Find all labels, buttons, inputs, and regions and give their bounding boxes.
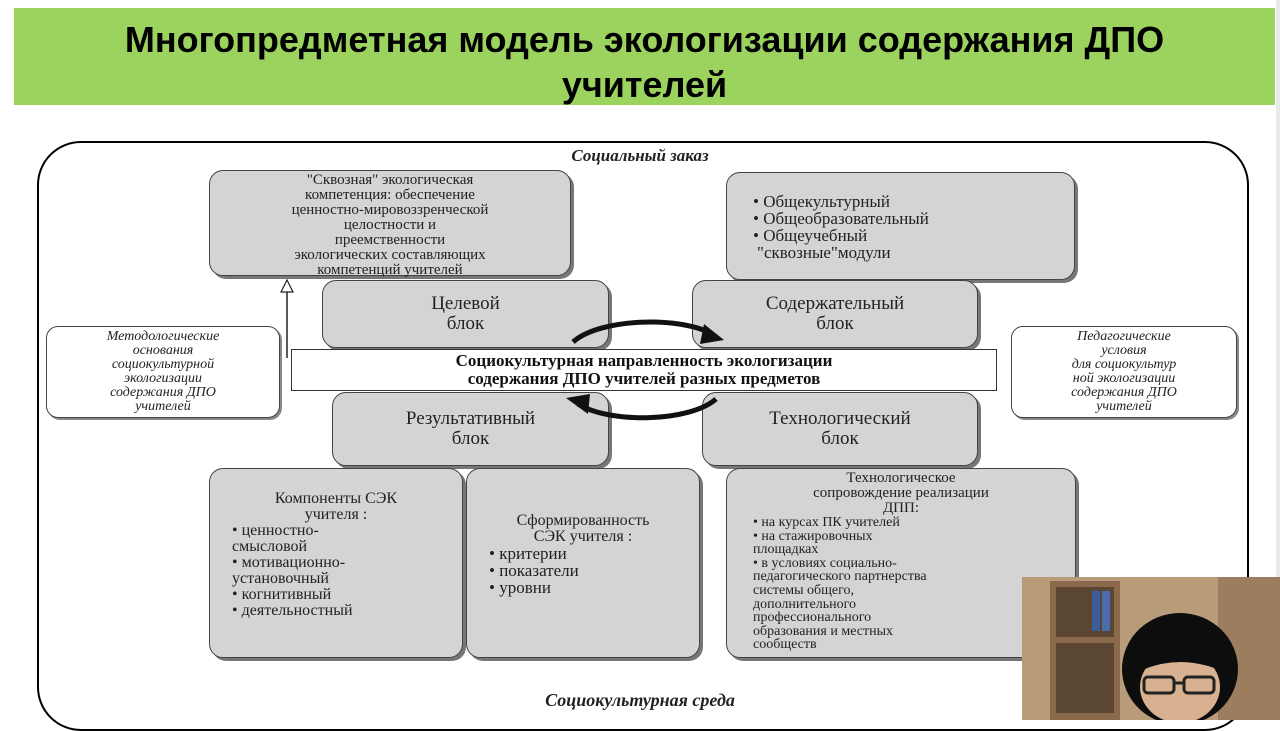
tech-support-item-cont: педагогического партнерства bbox=[753, 569, 927, 585]
target-block: Целевой блок bbox=[322, 280, 609, 348]
formed-box: Сформированность СЭК учителя : критерии … bbox=[466, 468, 700, 658]
tech-block-line: блок bbox=[821, 428, 859, 449]
conditions-line: учителей bbox=[1096, 399, 1152, 414]
methodology-line: основания bbox=[132, 343, 194, 358]
methodology-line: учителей bbox=[135, 399, 191, 414]
components-item-text: когнитивный bbox=[241, 586, 332, 603]
tech-support-item-text: на стажировочных bbox=[761, 528, 873, 544]
tech-support-item: • в условиях социально- bbox=[753, 555, 897, 571]
tech-support-item-cont: дополнительного bbox=[753, 596, 856, 612]
components-heading: Компоненты СЭК учителя : bbox=[232, 491, 462, 523]
formed-item: критерии bbox=[489, 545, 699, 562]
components-list: • ценностно- смысловой • мотивационно- у… bbox=[232, 523, 462, 619]
cycle-arrow-bottom bbox=[576, 397, 718, 421]
center-direction-bar: Социокультурная направленность экологиза… bbox=[291, 349, 997, 391]
result-block-line: Результативный bbox=[405, 408, 536, 429]
modules-item: Общеучебный bbox=[753, 227, 1074, 244]
formed-heading-line: Сформированность bbox=[516, 512, 650, 529]
pedagogical-conditions-box: Педагогические условия для социокультур … bbox=[1011, 326, 1237, 418]
methodology-line: Методологические bbox=[106, 329, 220, 344]
components-heading-line: Компоненты СЭК bbox=[274, 490, 398, 507]
tech-support-item: • на стажировочных bbox=[753, 528, 873, 544]
modules-list: Общекультурный Общеобразовательный Общеу… bbox=[753, 193, 1074, 244]
result-block-line: блок bbox=[451, 428, 490, 449]
components-heading-line: учителя : bbox=[304, 506, 368, 523]
methodology-line: экологизации bbox=[123, 371, 203, 386]
components-item-text: деятельностный bbox=[241, 602, 353, 619]
sociocultural-environment-label: Социокультурная среда bbox=[545, 690, 735, 710]
components-item-cont: смысловой bbox=[232, 538, 308, 555]
formed-heading-line: СЭК учителя : bbox=[533, 528, 633, 545]
conditions-line: ной экологизации bbox=[1072, 371, 1176, 386]
tech-support-item-text: в условиях социально- bbox=[761, 555, 897, 571]
tech-support-item-cont: образования и местных bbox=[753, 623, 893, 639]
formed-item: показатели bbox=[489, 562, 699, 579]
target-block-line: блок bbox=[446, 313, 485, 334]
tech-support-item-cont: площадках bbox=[753, 542, 819, 558]
tech-support-box: Технологическое сопровождение реализации… bbox=[726, 468, 1076, 658]
content-block: Содержательный блок bbox=[692, 280, 978, 348]
tech-support-heading-line: ДПП: bbox=[882, 500, 920, 516]
cycle-arrow-top-head bbox=[700, 324, 724, 344]
tech-support-heading-line: Технологическое bbox=[846, 470, 956, 486]
webcam-presenter-image bbox=[1022, 577, 1280, 720]
methodology-line: содержания ДПО bbox=[110, 385, 216, 400]
formed-heading: Сформированность СЭК учителя : bbox=[489, 513, 699, 545]
tech-support-list: • на курсах ПК учителей • на стажировочн… bbox=[753, 516, 1075, 652]
modules-item: Общеобразовательный bbox=[753, 210, 1074, 227]
components-item: • деятельностный bbox=[232, 602, 353, 619]
tech-support-item-cont: сообществ bbox=[753, 637, 817, 653]
social-order-label: Социальный заказ bbox=[571, 146, 709, 165]
tech-support-item: • на курсах ПК учителей bbox=[753, 515, 900, 530]
methodology-box: Методологические основания социокультурн… bbox=[46, 326, 280, 418]
slide-title-line-2: учителей bbox=[561, 64, 728, 105]
modules-box: Общекультурный Общеобразовательный Общеу… bbox=[726, 172, 1075, 280]
tech-block: Технологический блок bbox=[702, 392, 978, 466]
components-item-text: ценностно- bbox=[241, 522, 319, 539]
upward-arrow-head bbox=[280, 278, 294, 293]
target-block-line: Целевой bbox=[431, 293, 500, 314]
conditions-line: для социокультур bbox=[1071, 357, 1177, 372]
tech-support-item-cont: профессионального bbox=[753, 610, 872, 626]
modules-tail: "сквозные"модули bbox=[757, 243, 891, 262]
competence-line: целостности и bbox=[343, 217, 437, 233]
competence-line: экологических составляющих bbox=[294, 247, 486, 263]
tech-support-heading-line: сопровождение реализации bbox=[813, 485, 989, 501]
slide-title-bar: Многопредметная модель экологизации соде… bbox=[14, 8, 1275, 105]
methodology-line: социокультурной bbox=[111, 357, 215, 372]
competence-line: ценностно-мировоззренческой bbox=[291, 202, 489, 218]
components-item: • ценностно- bbox=[232, 522, 319, 539]
components-item: • мотивационно- bbox=[232, 554, 346, 571]
formed-item: уровни bbox=[489, 579, 699, 596]
slide-title-line-1: Многопредметная модель экологизации соде… bbox=[124, 19, 1165, 60]
conditions-line: Педагогические bbox=[1077, 329, 1171, 344]
competence-line: компетенция: обеспечение bbox=[305, 187, 475, 203]
competence-line: "Сквозная" экологическая bbox=[306, 172, 474, 188]
competence-line: преемственности bbox=[334, 232, 446, 248]
cycle-arrow-bottom-head bbox=[566, 394, 590, 414]
cycle-arrow-top bbox=[571, 319, 714, 344]
components-item-cont: установочный bbox=[232, 570, 329, 587]
components-box: Компоненты СЭК учителя : • ценностно- см… bbox=[209, 468, 463, 658]
webcam-overlay bbox=[1022, 577, 1280, 720]
competence-line: компетенций учителей bbox=[317, 262, 463, 278]
content-block-line: блок bbox=[816, 313, 854, 334]
tech-support-item-cont: системы общего, bbox=[753, 582, 855, 598]
window-edge bbox=[1276, 0, 1280, 720]
modules-item: Общекультурный bbox=[753, 193, 1074, 210]
tech-support-heading: Технологическое сопровождение реализации… bbox=[753, 471, 1075, 516]
center-line: содержания ДПО учителей разных предметов bbox=[467, 369, 821, 388]
tech-block-line: Технологический bbox=[769, 408, 911, 429]
content-block-line: Содержательный bbox=[765, 293, 905, 314]
components-item-text: мотивационно- bbox=[241, 554, 346, 571]
formed-list: критерии показатели уровни bbox=[489, 545, 699, 596]
components-item: • когнитивный bbox=[232, 586, 332, 603]
tech-support-item-text: на курсах ПК учителей bbox=[761, 515, 900, 530]
result-block: Результативный блок bbox=[332, 392, 609, 466]
center-line: Социокультурная направленность экологиза… bbox=[455, 351, 833, 370]
conditions-line: условия bbox=[1101, 343, 1147, 358]
conditions-line: содержания ДПО bbox=[1071, 385, 1177, 400]
competence-box: "Сквозная" экологическая компетенция: об… bbox=[209, 170, 571, 278]
